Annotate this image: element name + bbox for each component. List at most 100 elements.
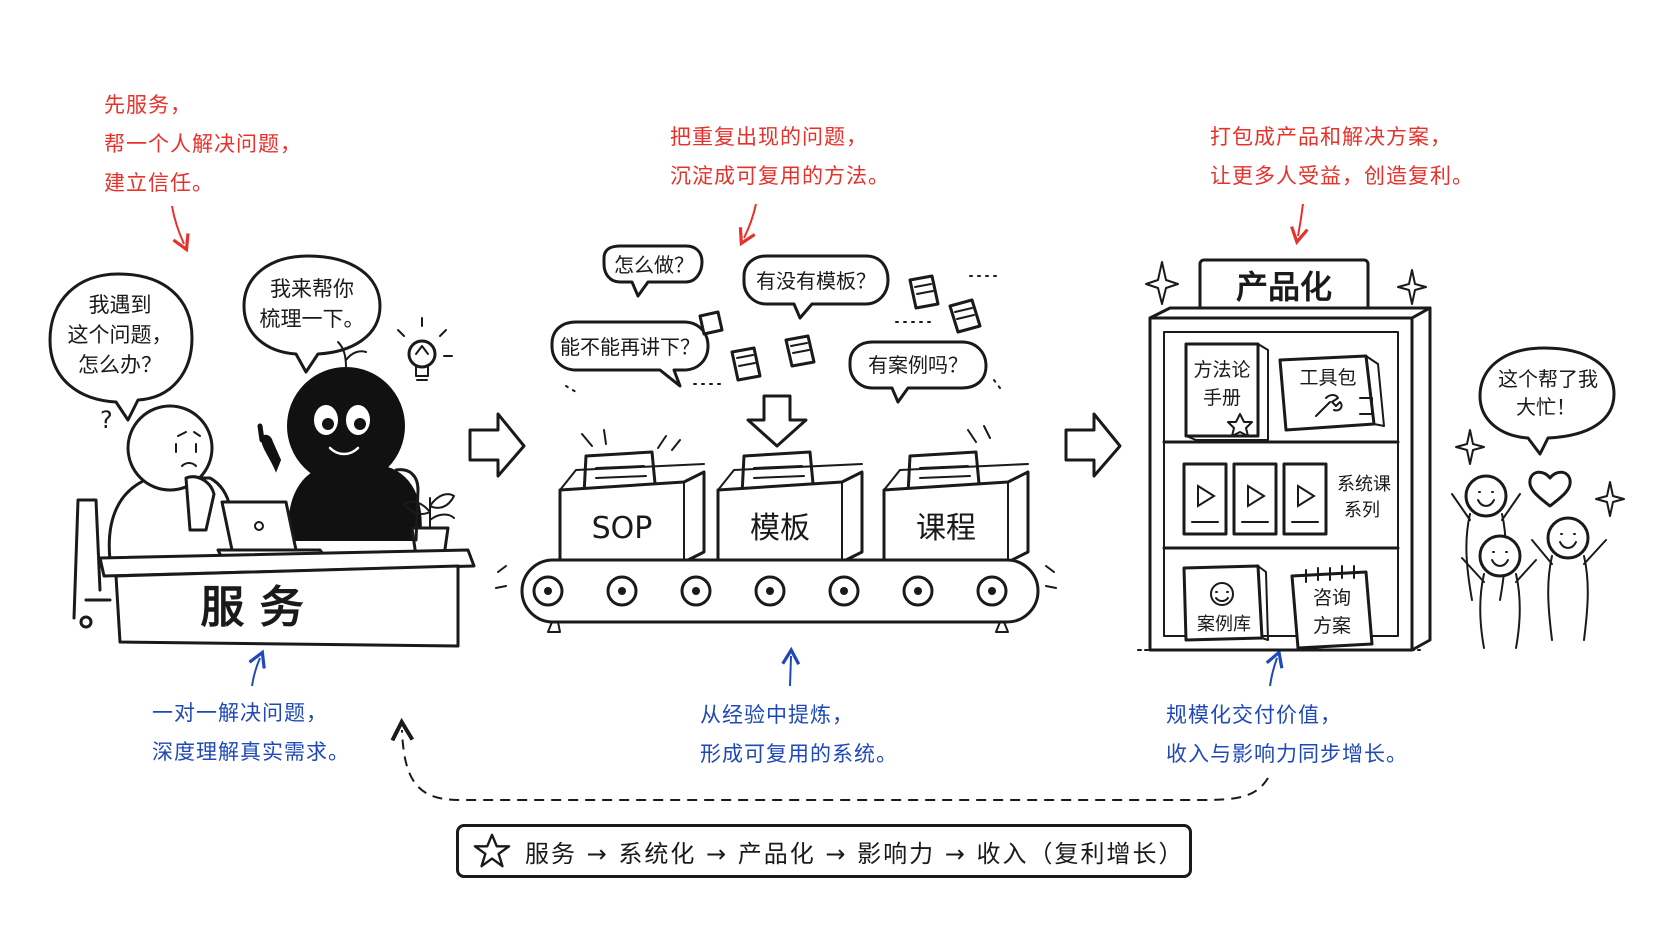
service-desk bbox=[98, 548, 476, 648]
happy-person bbox=[1531, 516, 1607, 641]
lightbulb-icon bbox=[397, 317, 453, 381]
conveyor-roller bbox=[976, 575, 1008, 607]
note-line: 让更多人受益，创造复利。 bbox=[1210, 164, 1474, 188]
summary-text: 服务 → 系统化 → 产品化 → 影响力 → 收入（复利增长） bbox=[525, 839, 1185, 868]
desk-label: 服 务 bbox=[200, 582, 303, 633]
heart-icon bbox=[1528, 470, 1572, 508]
conveyor-roller bbox=[680, 575, 712, 607]
happy-person bbox=[1461, 534, 1537, 649]
shelf-item-label: 方法论 bbox=[1193, 359, 1250, 381]
plant-icon bbox=[403, 493, 455, 558]
question-bubble bbox=[742, 254, 890, 320]
methodology-book-icon bbox=[1184, 342, 1269, 441]
bubble-crowd-line: 大忙！ bbox=[1516, 395, 1576, 419]
paper-icon bbox=[948, 298, 982, 334]
conveyor-roller bbox=[606, 575, 638, 607]
speech-bubble-crowd bbox=[1478, 346, 1616, 456]
blue-arrow-system bbox=[781, 646, 801, 687]
paper-icon bbox=[908, 274, 940, 310]
blue-arrow-service bbox=[248, 649, 266, 687]
video-course-tile bbox=[1232, 462, 1278, 536]
bottom-note-system: 从经验中提炼， 形成可复用的系统。 bbox=[700, 696, 898, 774]
shelf-item-label: 咨询 bbox=[1313, 587, 1351, 609]
conveyor-belt bbox=[495, 558, 1057, 633]
conveyor-box: 模板 bbox=[716, 450, 864, 564]
summary-bar: 服务 → 系统化 → 产品化 → 影响力 → 收入（复利增长） bbox=[456, 824, 1192, 878]
question-text: 有案例吗？ bbox=[868, 353, 968, 377]
red-arrow-product bbox=[1290, 203, 1309, 246]
shelf-item-label: 案例库 bbox=[1197, 614, 1251, 635]
bubble-client-line: 这个问题， bbox=[68, 323, 173, 347]
shelf-item-label: 手册 bbox=[1203, 387, 1241, 409]
course-series-icon bbox=[1182, 462, 1328, 536]
helper-character bbox=[257, 341, 422, 541]
bubble-crowd-line: 这个帮了我 bbox=[1498, 367, 1598, 391]
chair bbox=[72, 498, 112, 620]
bottom-note-product: 规模化交付价值， 收入与影响力同步增长。 bbox=[1166, 696, 1408, 774]
bottom-note-service: 一对一解决问题， 深度理解真实需求。 bbox=[152, 694, 350, 772]
note-line: 沉淀成可复用的方法。 bbox=[670, 164, 890, 188]
top-note-system: 把重复出现的问题， 沉淀成可复用的方法。 bbox=[670, 118, 890, 196]
chair bbox=[394, 468, 420, 542]
shelf-item-label: 方案 bbox=[1313, 615, 1351, 637]
note-line: 从经验中提炼， bbox=[700, 703, 854, 727]
toolkit-icon bbox=[1278, 354, 1385, 432]
note-line: 建立信任。 bbox=[104, 171, 214, 195]
flow-arrow-1 bbox=[468, 412, 526, 478]
system-scene: 怎么做？ 有没有模板？ 能不能再讲下？ 有案例吗？ bbox=[495, 244, 1057, 633]
note-line: 一对一解决问题， bbox=[152, 701, 328, 725]
feedback-loop-arrow bbox=[402, 730, 1269, 801]
speech-bubble-client bbox=[48, 272, 194, 422]
red-arrow-service bbox=[171, 205, 190, 253]
conveyor-box: 课程 bbox=[882, 450, 1030, 564]
conveyor-roller bbox=[532, 575, 564, 607]
question-bubble bbox=[602, 244, 704, 298]
note-line: 深度理解真实需求。 bbox=[152, 740, 350, 764]
service-scene: 我遇到 这个问题， 怎么办？ ? 我来帮你 梳理一下。 bbox=[48, 254, 476, 648]
bubble-helper-line: 我来帮你 bbox=[270, 277, 354, 301]
paper-icon bbox=[730, 346, 762, 382]
speech-bubble-helper bbox=[242, 254, 382, 374]
question-bubble bbox=[550, 320, 710, 388]
bubble-client-line: 怎么办？ bbox=[78, 353, 162, 377]
case-library-icon bbox=[1182, 564, 1269, 642]
product-scene: 产品化 方法论 手册 bbox=[1137, 258, 1625, 652]
red-arrow-system bbox=[738, 203, 757, 247]
down-arrow bbox=[746, 394, 808, 448]
conveyor-box: SOP bbox=[558, 450, 706, 564]
conveyor-roller bbox=[828, 575, 860, 607]
shelf-item-label: 系列 bbox=[1344, 500, 1380, 521]
sparkle-icon bbox=[1455, 429, 1485, 465]
paper-icon bbox=[784, 334, 816, 368]
client-character bbox=[107, 404, 234, 562]
note-line: 收入与影响力同步增长。 bbox=[1166, 742, 1408, 766]
top-note-service: 先服务， 帮一个人解决问题， 建立信任。 bbox=[104, 86, 302, 203]
note-line: 规模化交付价值， bbox=[1166, 703, 1342, 727]
blue-arrow-product bbox=[1265, 649, 1284, 687]
bubble-helper-line: 梳理一下。 bbox=[260, 307, 365, 331]
flow-arrow-2 bbox=[1064, 412, 1122, 478]
sparkle-icon bbox=[1595, 481, 1625, 517]
video-course-tile bbox=[1182, 462, 1228, 536]
conveyor-box-label: 模板 bbox=[750, 511, 810, 546]
conveyor-roller bbox=[754, 575, 786, 607]
consulting-calendar-icon bbox=[1290, 565, 1374, 650]
conveyor-roller bbox=[902, 575, 934, 607]
note-line: 形成可复用的系统。 bbox=[700, 742, 898, 766]
conveyor-box-label: 课程 bbox=[916, 511, 976, 546]
question-text: 能不能再讲下？ bbox=[560, 335, 700, 359]
question-text: 有没有模板？ bbox=[756, 269, 876, 293]
happy-person bbox=[1451, 474, 1521, 601]
conveyor-box-label: SOP bbox=[592, 511, 653, 546]
bubble-client-line: 我遇到 bbox=[89, 293, 152, 317]
motion-dots bbox=[565, 275, 1001, 393]
shelf-item-label: 工具包 bbox=[1299, 367, 1356, 389]
question-mark-icon: ? bbox=[100, 406, 113, 434]
note-line: 把重复出现的问题， bbox=[670, 125, 868, 149]
sparkle-icon bbox=[1397, 269, 1427, 305]
note-line: 打包成产品和解决方案， bbox=[1210, 125, 1452, 149]
product-sign-label: 产品化 bbox=[1236, 268, 1332, 306]
paper-icon bbox=[698, 310, 724, 336]
